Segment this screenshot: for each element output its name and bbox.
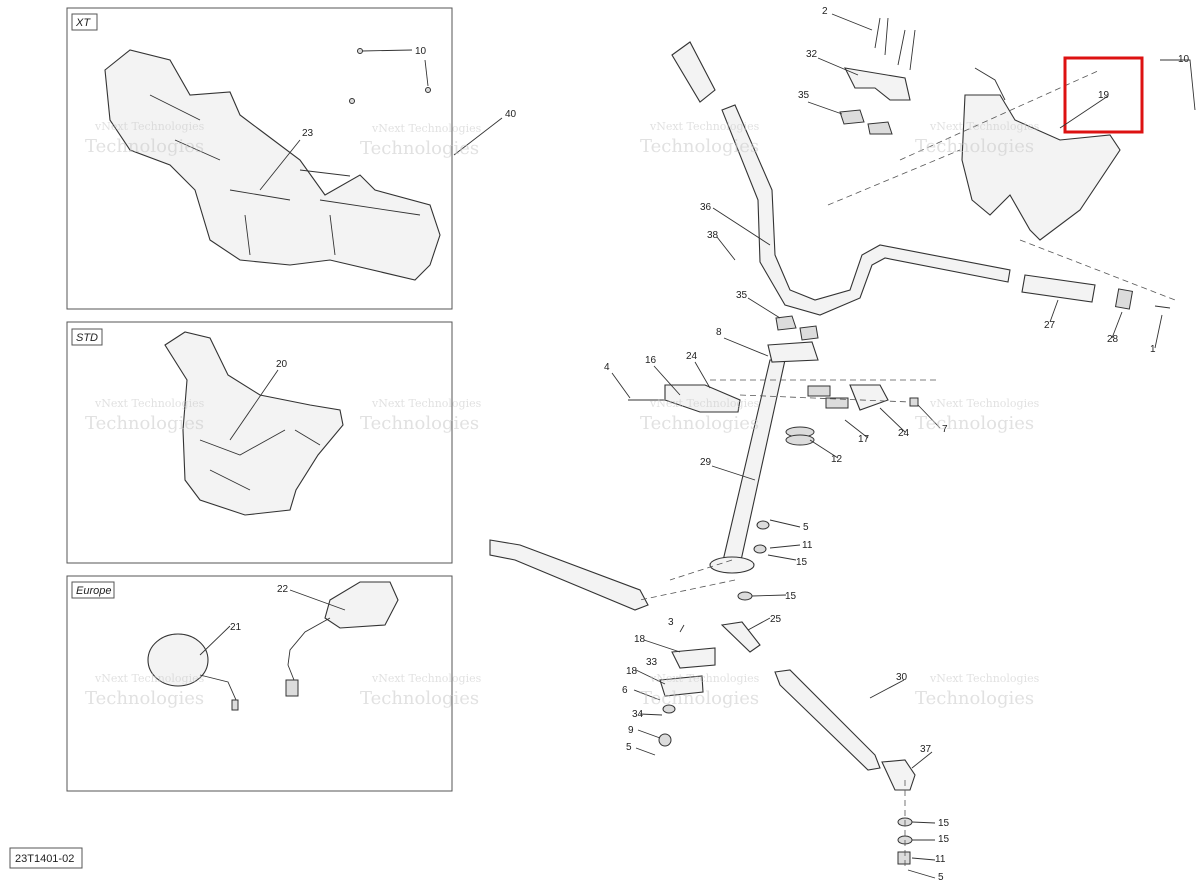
callout-12: 12 — [831, 454, 843, 465]
callout-5b: 5 — [626, 742, 632, 753]
svg-text:Technologies: Technologies — [640, 413, 759, 434]
callout-19: 19 — [1098, 90, 1110, 101]
svg-text:vNext Technologies: vNext Technologies — [649, 120, 760, 133]
callout-4: 4 — [604, 362, 610, 373]
callout-3: 3 — [668, 617, 674, 628]
svg-text:vNext Technologies: vNext Technologies — [371, 672, 482, 685]
svg-text:vNext Technologies: vNext Technologies — [649, 397, 760, 410]
callout-35a: 35 — [798, 90, 810, 101]
callout-1: 1 — [1150, 344, 1156, 355]
callout-6: 6 — [622, 685, 628, 696]
callout-15d: 15 — [938, 834, 950, 845]
inset-xt: XT 10 23 — [66, 7, 453, 310]
svg-text:vNext Technologies: vNext Technologies — [94, 120, 205, 133]
callout-17: 17 — [858, 434, 870, 445]
callout-15c: 15 — [938, 818, 950, 829]
seat-xt — [104, 49, 441, 281]
callout-2: 2 — [822, 6, 828, 17]
svg-text:Technologies: Technologies — [915, 136, 1034, 157]
svg-text:Technologies: Technologies — [85, 413, 204, 434]
callout-8: 8 — [716, 327, 722, 338]
callout-25: 25 — [770, 614, 782, 625]
callout-24b: 24 — [898, 428, 910, 439]
grip-left — [671, 41, 716, 103]
drawing-code: 23T1401-02 — [15, 853, 74, 865]
inset-europe: Europe 21 22 — [66, 575, 453, 792]
callout-24a: 24 — [686, 351, 698, 362]
grip-right — [1021, 274, 1096, 303]
handlebar-cover — [961, 94, 1121, 241]
callout-10: 10 — [1178, 54, 1190, 65]
callout-labels: 1 2 3 4 5 5 5 6 7 8 9 10 11 11 12 15 15 … — [604, 6, 1190, 882]
svg-text:Technologies: Technologies — [915, 688, 1034, 709]
svg-text:vNext Technologies: vNext Technologies — [94, 397, 205, 410]
svg-text:Technologies: Technologies — [85, 688, 204, 709]
callout-33: 33 — [646, 657, 658, 668]
svg-text:Technologies: Technologies — [360, 688, 479, 709]
mirror-21 — [147, 633, 209, 687]
svg-text:vNext Technologies: vNext Technologies — [929, 397, 1040, 410]
highlight-box — [1063, 56, 1144, 134]
callout-37: 37 — [920, 744, 932, 755]
callout-34: 34 — [632, 709, 644, 720]
svg-text:vNext Technologies: vNext Technologies — [94, 672, 205, 685]
callout-16: 16 — [645, 355, 657, 366]
drawing-code-box — [9, 847, 83, 869]
inset-std: STD 20 — [66, 321, 453, 564]
callout-22: 22 — [277, 584, 289, 595]
callout-15a: 15 — [796, 557, 808, 568]
callout-9: 9 — [628, 725, 634, 736]
svg-text:vNext Technologies: vNext Technologies — [929, 672, 1040, 685]
callout-21: 21 — [230, 622, 242, 633]
callout-27: 27 — [1044, 320, 1056, 331]
callout-18b: 18 — [626, 666, 638, 677]
steering-column — [721, 359, 786, 566]
main-assembly — [489, 17, 1176, 870]
inset-std-tag: STD — [76, 332, 98, 344]
callout-10-xt: 10 — [415, 46, 427, 57]
tie-rod-left — [489, 539, 649, 611]
svg-text:Technologies: Technologies — [915, 413, 1034, 434]
callout-28: 28 — [1107, 334, 1119, 345]
svg-text:Technologies: Technologies — [360, 138, 479, 159]
svg-text:vNext Technologies: vNext Technologies — [371, 122, 482, 135]
mirror-22 — [324, 581, 399, 629]
handlebar — [721, 104, 1011, 316]
callout-29: 29 — [700, 457, 712, 468]
svg-text:Technologies: Technologies — [360, 413, 479, 434]
callout-5c: 5 — [938, 872, 944, 882]
seat-std — [164, 331, 344, 516]
watermark-layer: vNext Technologies Technologies vNext Te… — [85, 120, 1040, 709]
svg-text:Technologies: Technologies — [640, 136, 759, 157]
callout-18a: 18 — [634, 634, 646, 645]
callout-7: 7 — [942, 424, 948, 435]
callout-35b: 35 — [736, 290, 748, 301]
callout-23: 23 — [302, 128, 314, 139]
callout-30: 30 — [896, 672, 908, 683]
svg-text:Technologies: Technologies — [640, 688, 759, 709]
svg-text:Technologies: Technologies — [85, 136, 204, 157]
callout-38: 38 — [707, 230, 719, 241]
callout-32: 32 — [806, 49, 818, 60]
callout-15b: 15 — [785, 591, 797, 602]
callout-11b: 11 — [935, 854, 946, 865]
callout-40: 40 — [505, 109, 517, 120]
callout-36: 36 — [700, 202, 712, 213]
svg-text:vNext Technologies: vNext Technologies — [371, 397, 482, 410]
inset-europe-tag: Europe — [76, 585, 111, 597]
inset-xt-tag: XT — [75, 17, 91, 29]
callout-5a: 5 — [803, 522, 809, 533]
callout-11a: 11 — [802, 540, 813, 551]
svg-text:vNext Technologies: vNext Technologies — [929, 120, 1040, 133]
clamp-upper — [844, 67, 911, 101]
tie-rod-right — [774, 669, 881, 771]
callout-20: 20 — [276, 359, 288, 370]
svg-text:vNext Technologies: vNext Technologies — [649, 672, 760, 685]
